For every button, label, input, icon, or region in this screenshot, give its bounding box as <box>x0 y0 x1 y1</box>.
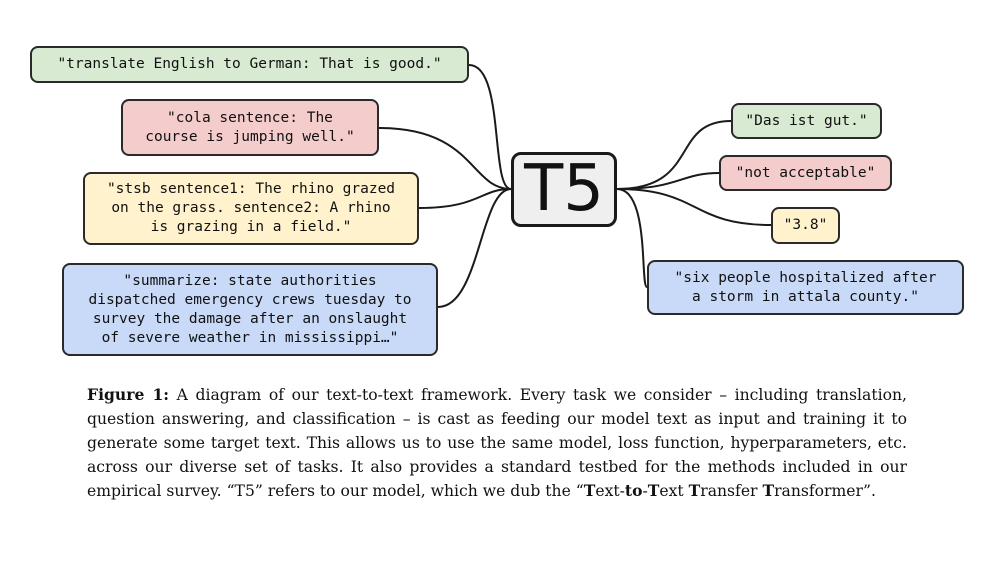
connector-das-ist-gut <box>616 120 732 190</box>
output-das-ist-gut: "Das ist gut." <box>731 103 882 139</box>
t5-model-box: T5 <box>511 152 617 227</box>
caption-name-part-2: to- <box>624 481 648 500</box>
caption-name-part-5: Transformer <box>762 481 863 500</box>
output-six-people: "six people hospitalized after a storm i… <box>647 260 964 315</box>
input-cola: "cola sentence: The course is jumping we… <box>121 99 379 156</box>
connector-cola <box>378 127 512 190</box>
caption-label: Figure 1: <box>87 385 170 404</box>
input-translate: "translate English to German: That is go… <box>30 46 469 83</box>
connector-3-8 <box>616 188 772 226</box>
caption-name-part-4: Transfer <box>688 481 763 500</box>
input-stsb: "stsb sentence1: The rhino grazed on the… <box>83 172 419 245</box>
caption-name-part-3: Text <box>647 481 689 500</box>
figure-caption: Figure 1: A diagram of our text-to-text … <box>87 383 907 503</box>
connector-translate <box>468 64 512 190</box>
output-3-8: "3.8" <box>771 207 840 244</box>
diagram-connectors <box>378 64 772 308</box>
connector-six-people <box>616 188 648 288</box>
caption-name-part-1: Text- <box>583 481 625 500</box>
output-not-acceptable: "not acceptable" <box>719 155 892 191</box>
connector-stsb <box>418 188 512 209</box>
input-summarize: "summarize: state authorities dispatched… <box>62 263 438 356</box>
connector-summarize <box>437 188 512 308</box>
connector-not-acceptable <box>616 172 720 190</box>
caption-text: A diagram of our text-to-text framework.… <box>87 386 907 500</box>
caption-end: ”. <box>862 482 876 500</box>
